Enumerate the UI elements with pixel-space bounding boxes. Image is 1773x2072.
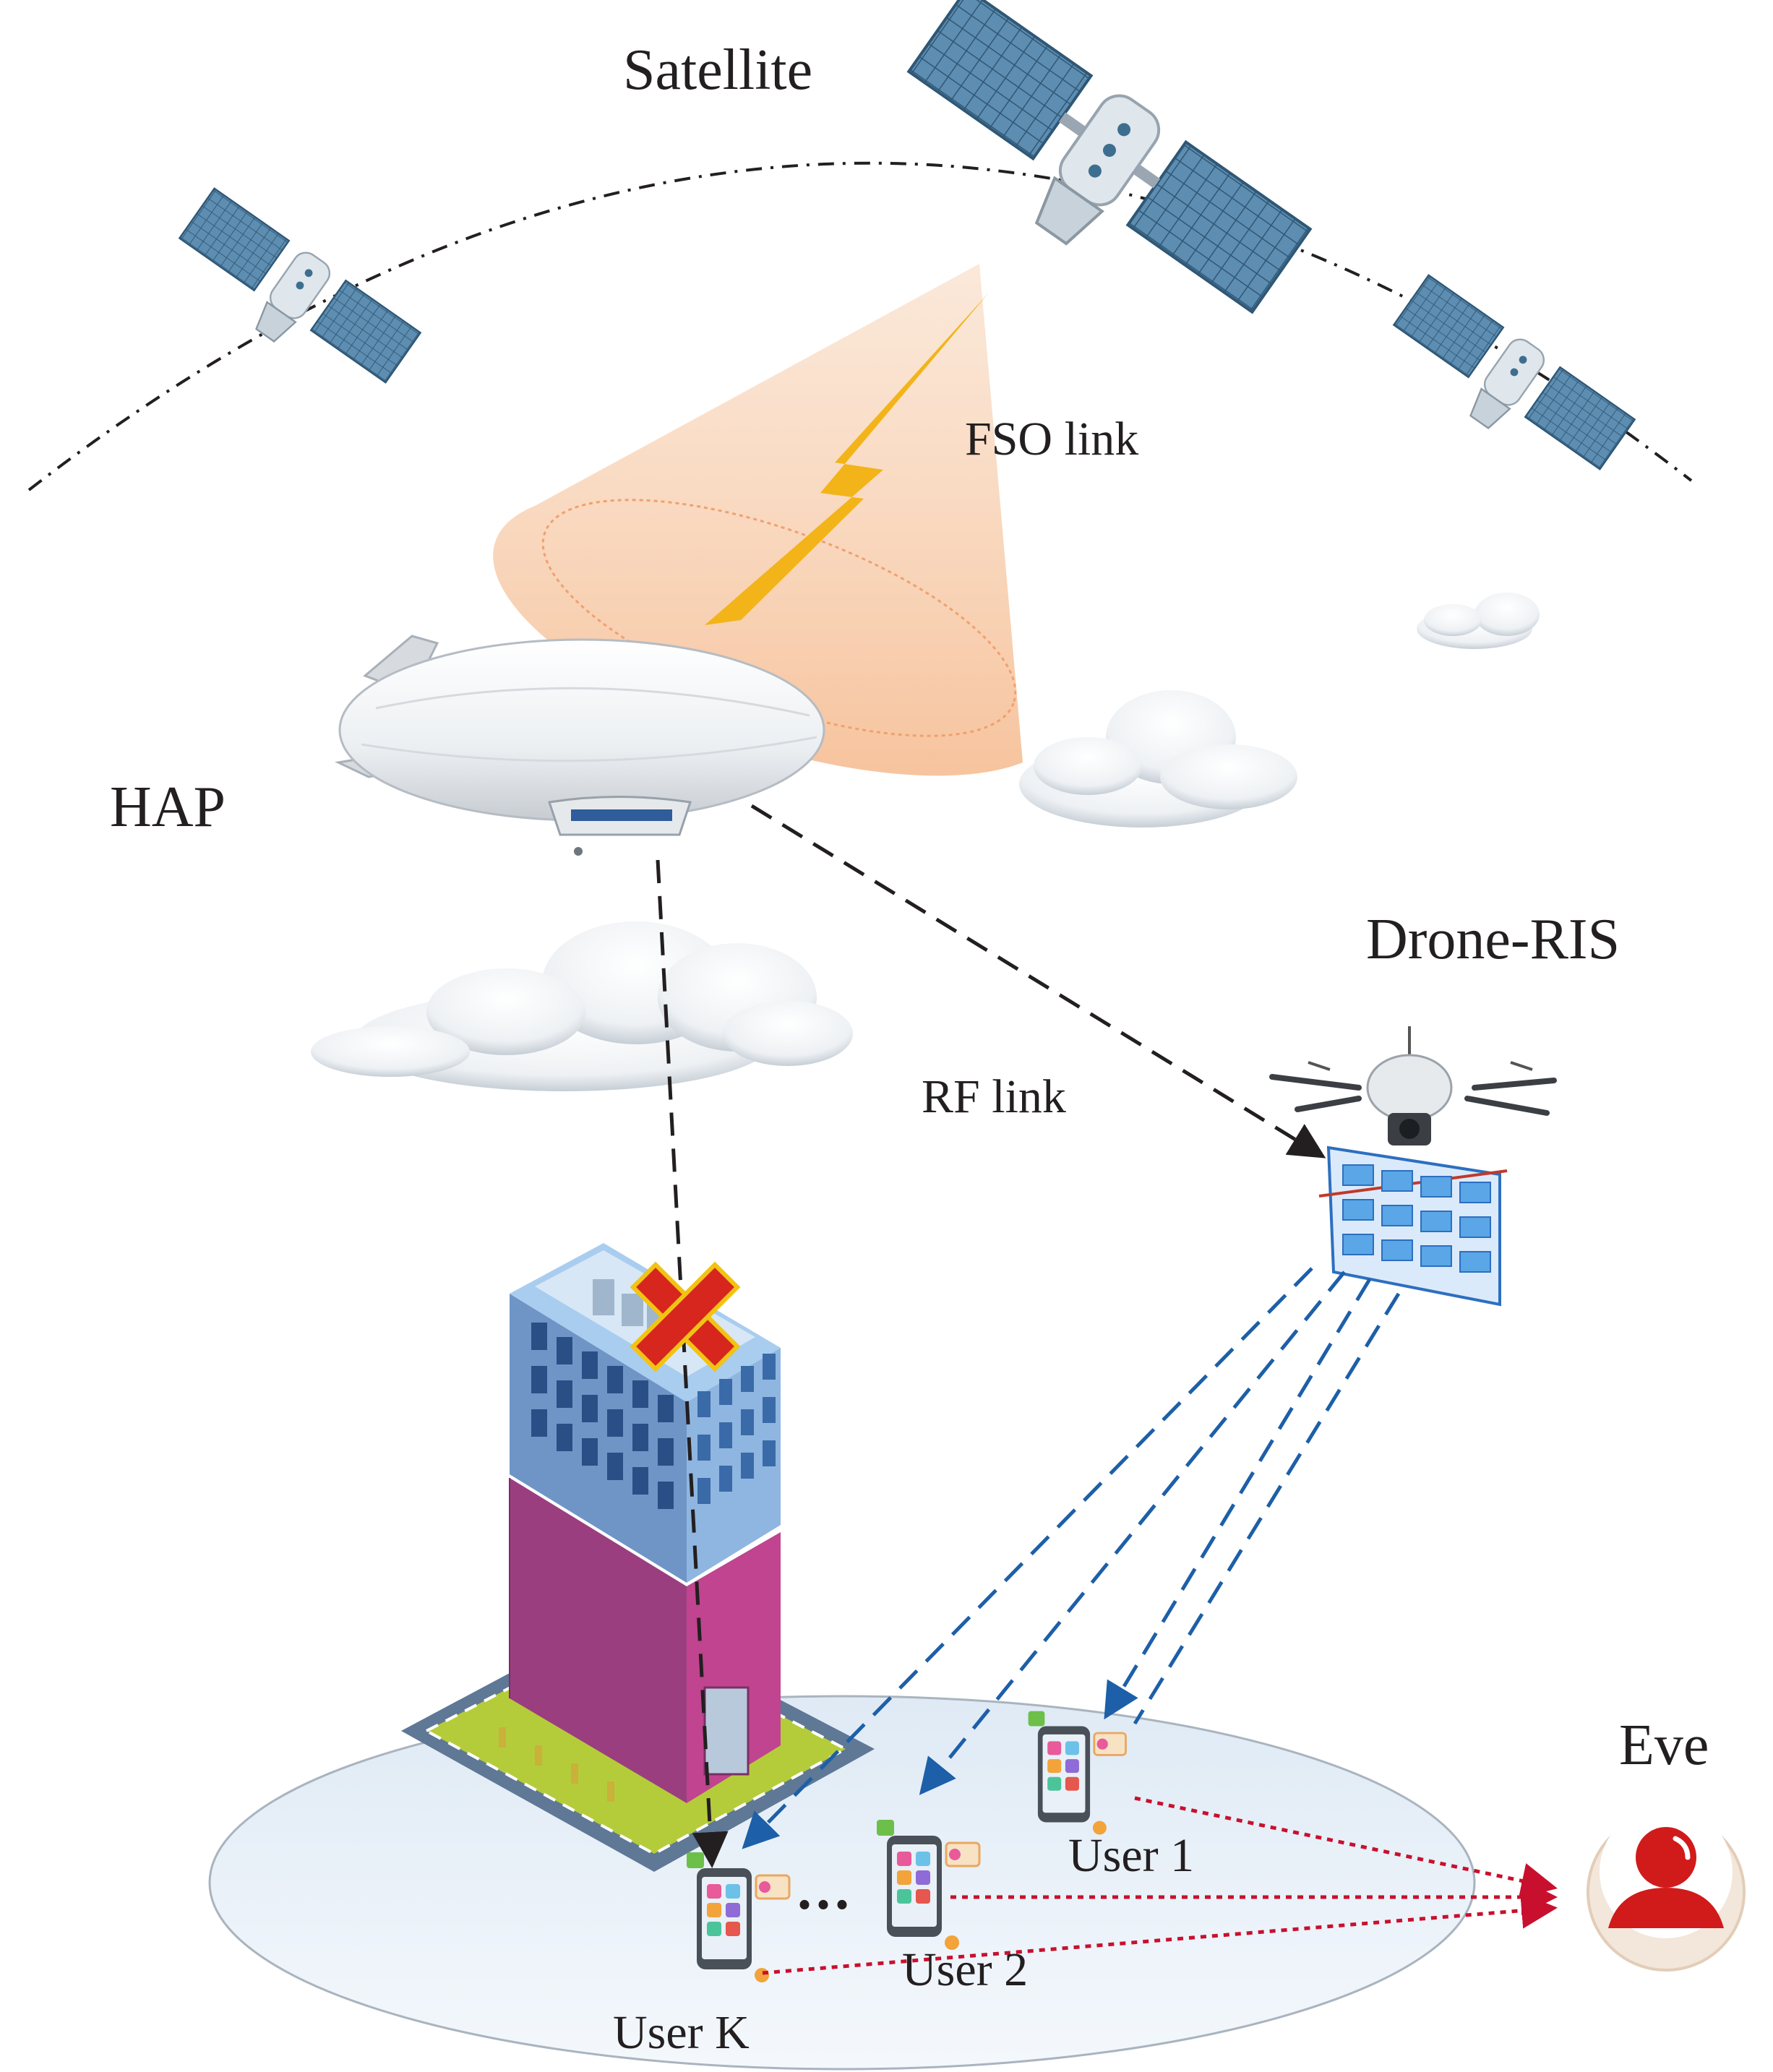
satellite-icon [906,0,1313,314]
drone-icon [1269,1026,1557,1145]
ris-panel [1318,1145,1508,1307]
satellite-orbit [27,161,1693,491]
user-1-label: User 1 [1068,1829,1195,1882]
drone-ris-label: Drone-RIS [1366,908,1620,971]
rf-link-hap-to-userk [656,859,729,1868]
airship-icon [335,635,825,856]
cross-icon [630,1261,741,1372]
lightning-icon [705,293,989,625]
fso-link-label: FSO link [965,413,1139,465]
hap-label: HAP [110,775,226,839]
satellite-label: Satellite [623,38,813,102]
person-icon [1587,1805,1746,1972]
cloud [1019,690,1297,827]
rf-link-hap-to-drone [750,804,1326,1158]
rf-link-label: RF link [922,1070,1066,1123]
eve-label: Eve [1619,1714,1709,1777]
ris-to-users-links [742,1267,1401,1849]
satellite-icon [1392,274,1636,470]
eve-links [762,1796,1558,1975]
cloud [311,921,853,1091]
satellite-icon [178,187,422,384]
user-k-label: User K [613,2006,750,2059]
cloud [1417,593,1540,649]
users-ellipsis: ... [797,1858,854,1922]
user-2-label: User 2 [902,1943,1029,1996]
